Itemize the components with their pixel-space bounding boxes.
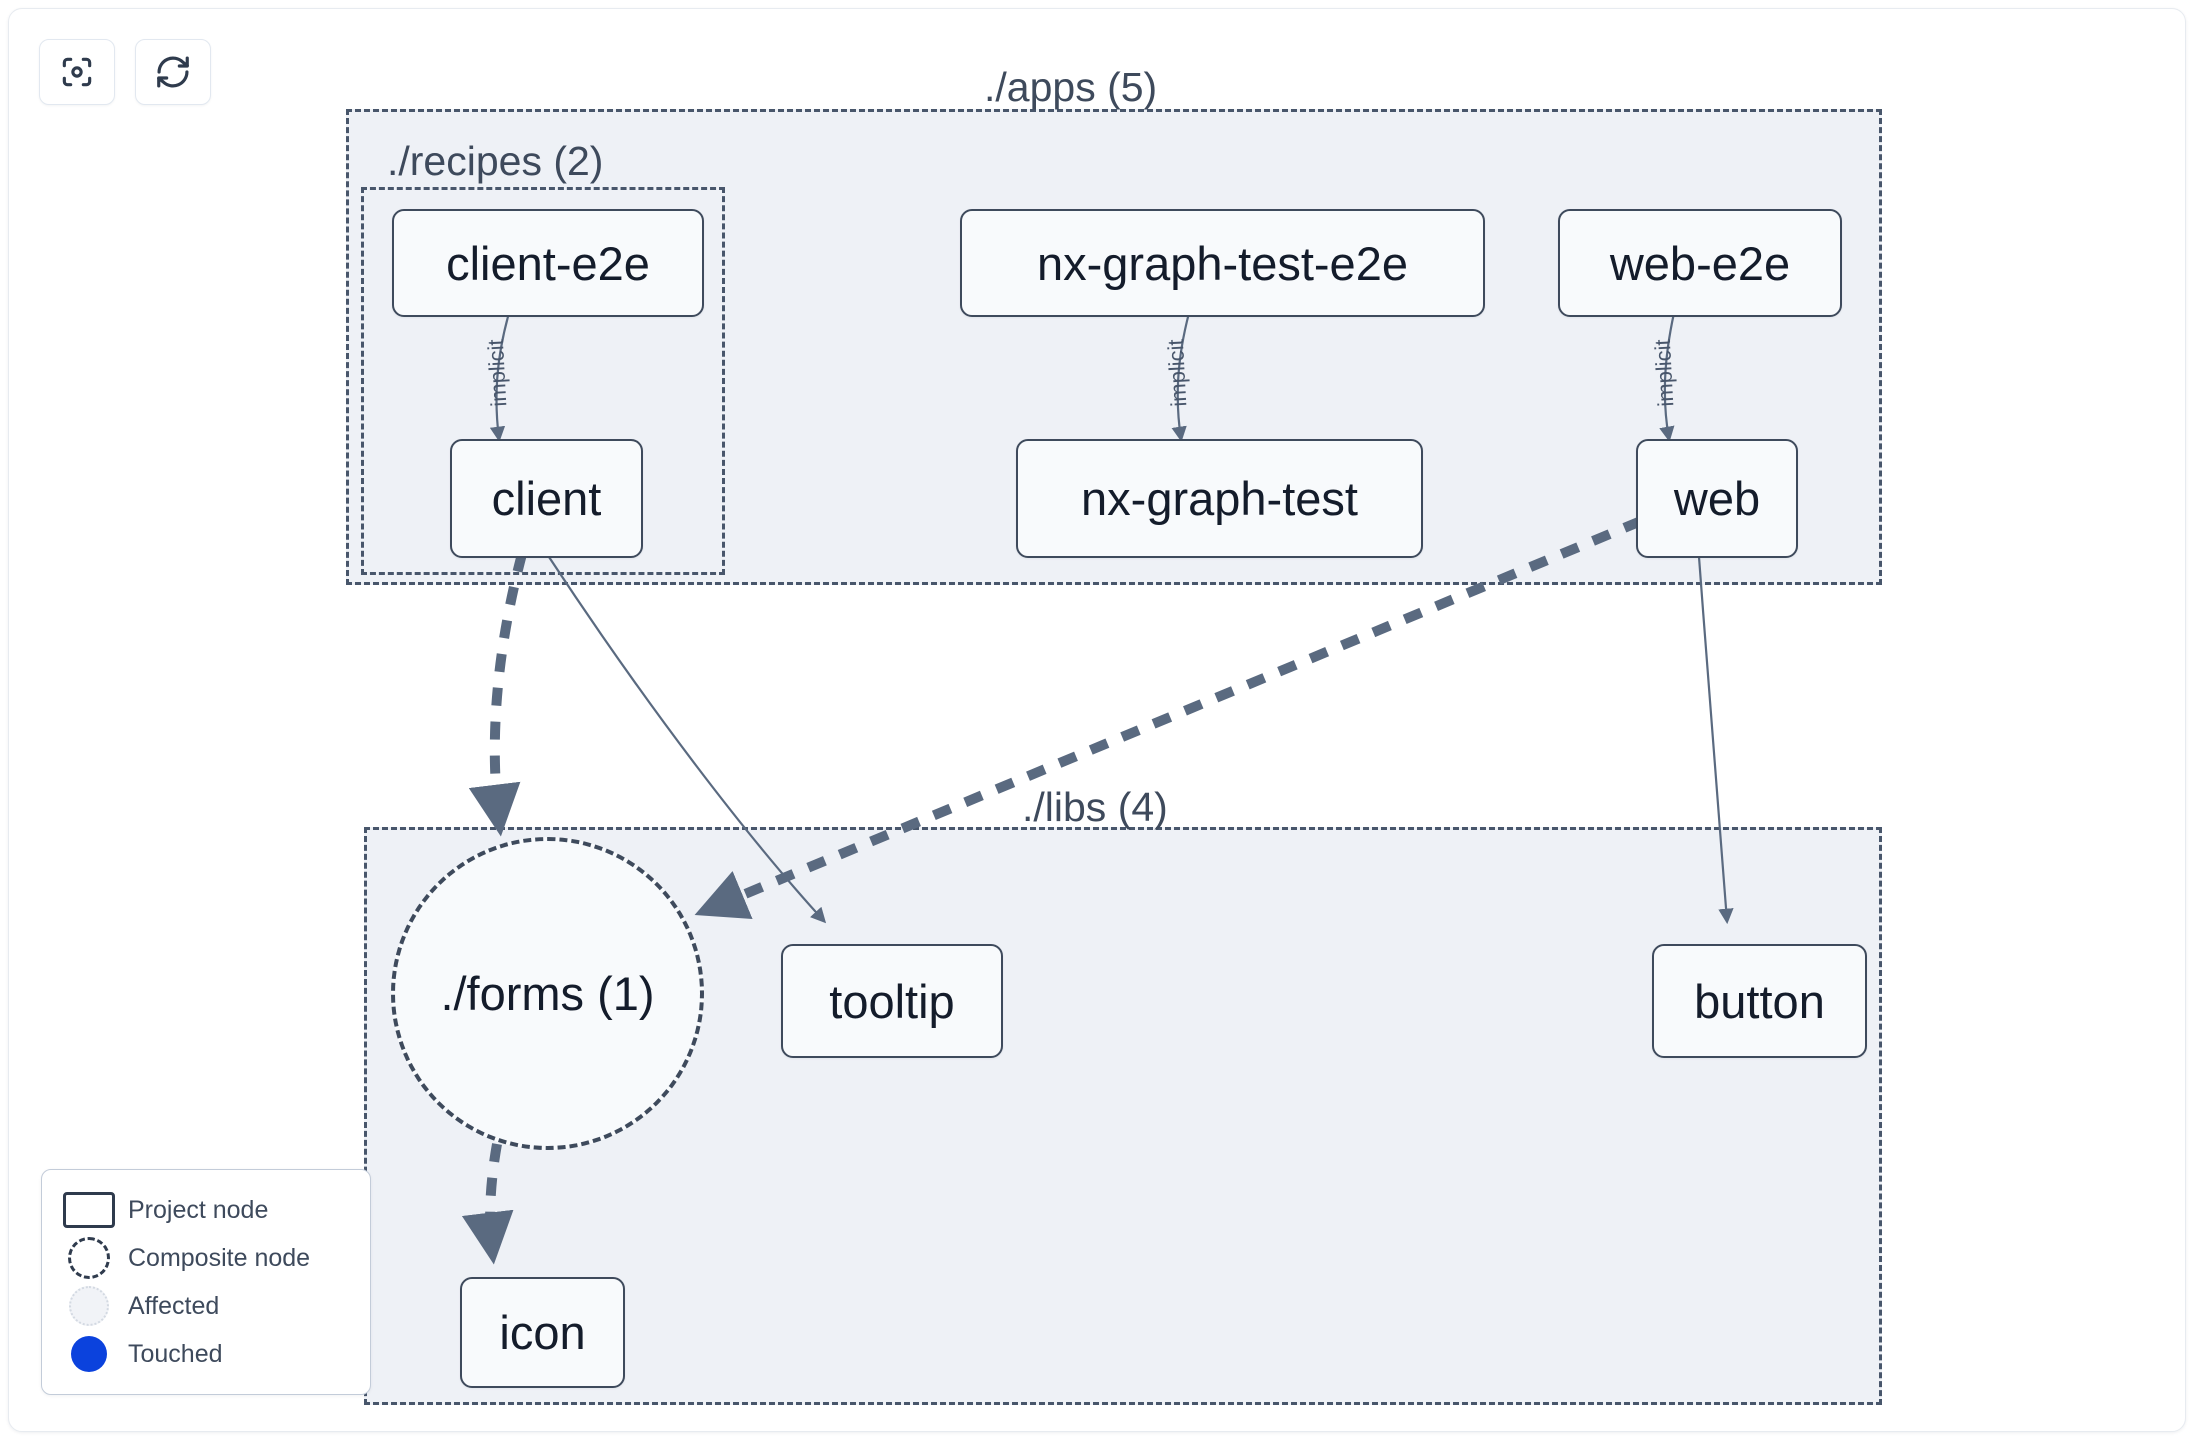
- edge-label-implicit-web: implicit: [1649, 338, 1679, 408]
- graph-canvas[interactable]: ./apps (5) ./recipes (2) ./libs (4): [8, 8, 2186, 1432]
- node-client-e2e[interactable]: client-e2e: [392, 209, 704, 317]
- composite-node-swatch: [60, 1237, 118, 1279]
- node-forms-composite[interactable]: ./forms (1): [391, 837, 704, 1150]
- refresh-graph-button[interactable]: [135, 39, 211, 105]
- node-label: nx-graph-test-e2e: [1037, 236, 1408, 290]
- focus-graph-button[interactable]: [39, 39, 115, 105]
- node-client[interactable]: client: [450, 439, 643, 558]
- group-label-recipes: ./recipes (2): [387, 138, 604, 184]
- node-web[interactable]: web: [1636, 439, 1798, 558]
- node-button[interactable]: button: [1652, 944, 1867, 1058]
- node-nx-graph-test-e2e[interactable]: nx-graph-test-e2e: [960, 209, 1485, 317]
- graph-legend: Project node Composite node Affected Tou…: [41, 1169, 371, 1395]
- node-label: ./forms (1): [440, 967, 655, 1020]
- legend-label: Affected: [128, 1291, 220, 1320]
- node-icon[interactable]: icon: [460, 1277, 625, 1388]
- group-label-apps: ./apps (5): [984, 64, 1158, 110]
- node-label: client-e2e: [446, 236, 650, 290]
- graph-toolbar: [39, 39, 211, 105]
- group-label-libs: ./libs (4): [1022, 784, 1168, 830]
- node-label: nx-graph-test: [1081, 472, 1358, 525]
- node-label: client: [491, 472, 602, 525]
- node-label: web: [1673, 472, 1761, 525]
- dependency-graph[interactable]: ./apps (5) ./recipes (2) ./libs (4): [9, 9, 2185, 1431]
- focus-target-icon: [58, 53, 96, 91]
- edge-label-implicit-client: implicit: [482, 338, 512, 408]
- edge-label-implicit-nx-graph-test: implicit: [1162, 338, 1192, 408]
- legend-item: Project node: [60, 1186, 352, 1234]
- legend-item: Touched: [60, 1330, 352, 1378]
- node-nx-graph-test[interactable]: nx-graph-test: [1016, 439, 1423, 558]
- legend-item: Composite node: [60, 1234, 352, 1282]
- project-node-swatch: [60, 1192, 118, 1228]
- node-label: tooltip: [829, 974, 955, 1028]
- touched-swatch: [60, 1336, 118, 1372]
- refresh-icon: [154, 53, 192, 91]
- legend-label: Project node: [128, 1195, 269, 1224]
- node-label: icon: [499, 1306, 586, 1359]
- node-web-e2e[interactable]: web-e2e: [1558, 209, 1842, 317]
- node-label: button: [1694, 974, 1825, 1028]
- legend-label: Touched: [128, 1339, 223, 1368]
- legend-item: Affected: [60, 1282, 352, 1330]
- node-label: web-e2e: [1609, 236, 1791, 290]
- legend-label: Composite node: [128, 1243, 311, 1272]
- affected-swatch: [60, 1286, 118, 1326]
- node-tooltip[interactable]: tooltip: [781, 944, 1003, 1058]
